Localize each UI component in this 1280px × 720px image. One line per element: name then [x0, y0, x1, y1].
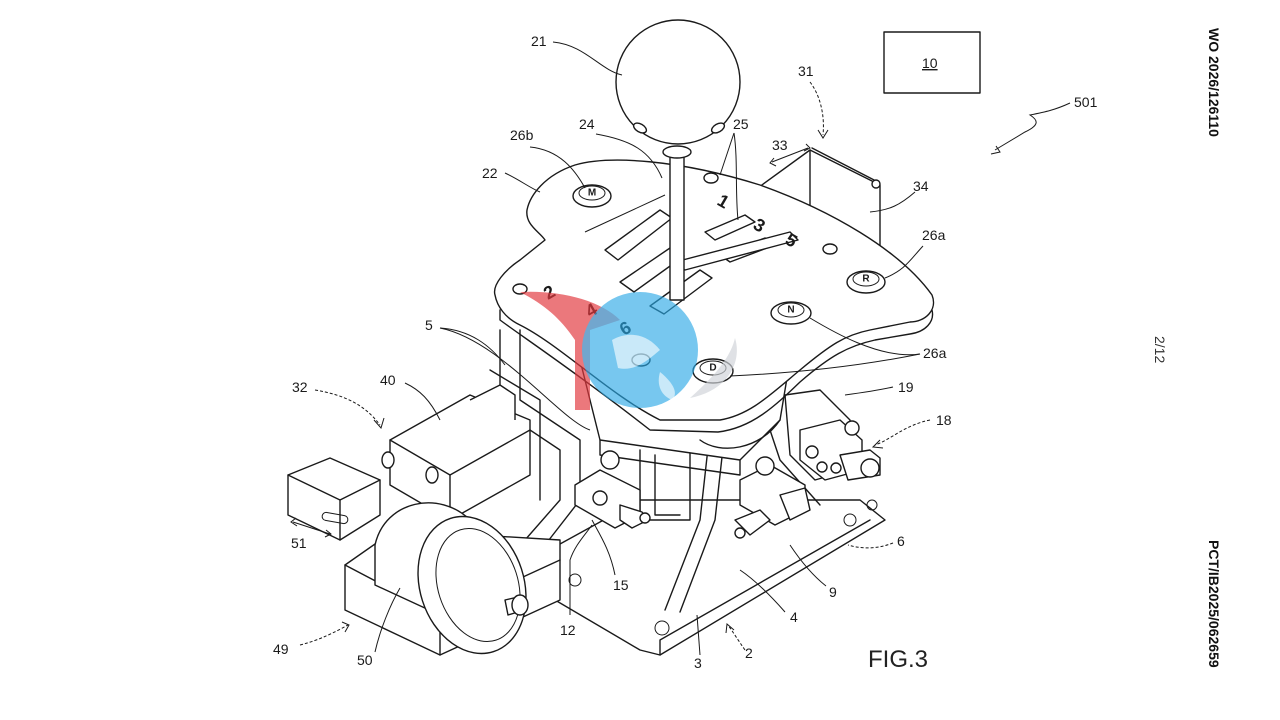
ref-25: 25 — [733, 116, 749, 132]
svg-text:10: 10 — [922, 55, 938, 71]
svg-text:D: D — [709, 363, 716, 374]
controller-box: 10 — [883, 31, 981, 94]
reference-numerals: 21 24 25 26b 22 31 33 34 501 26a 26a 5 4… — [273, 33, 1098, 671]
shift-lever — [615, 19, 741, 301]
button-n[interactable]: N — [770, 301, 812, 325]
svg-text:R: R — [862, 274, 870, 285]
ref-34: 34 — [913, 178, 929, 194]
ref-5: 5 — [425, 317, 433, 333]
left-actuator — [381, 384, 531, 521]
ref-26a-lower: 26a — [923, 345, 947, 361]
ref-24: 24 — [579, 116, 595, 132]
ref-6: 6 — [897, 533, 905, 549]
ref-15: 15 — [613, 577, 629, 593]
right-actuator — [784, 389, 881, 481]
figure-label: FIG.3 — [868, 646, 929, 673]
solenoid-left — [574, 450, 651, 529]
ref-21: 21 — [531, 33, 547, 49]
ref-2: 2 — [745, 645, 753, 661]
ref-33: 33 — [772, 137, 788, 153]
base-plate — [539, 499, 886, 656]
wheel-assembly — [344, 502, 561, 656]
ref-19: 19 — [898, 379, 914, 395]
ref-22: 22 — [482, 165, 498, 181]
svg-text:M: M — [588, 188, 596, 199]
sheet-number: 2/12 — [1152, 336, 1168, 364]
ref-26a-upper: 26a — [922, 227, 946, 243]
ref-4: 4 — [790, 609, 798, 625]
ref-12: 12 — [560, 622, 576, 638]
slide-rail — [287, 457, 381, 541]
ref-32: 32 — [292, 379, 308, 395]
support-frame — [489, 329, 821, 613]
ref-49: 49 — [273, 641, 289, 657]
application-number: PCT/IB2025/062659 — [1206, 540, 1222, 668]
solenoid-right — [734, 456, 811, 539]
button-m[interactable]: M — [572, 184, 612, 208]
ref-3: 3 — [694, 655, 702, 671]
publication-number: WO 2026/126110 — [1206, 28, 1222, 137]
ref-26b: 26b — [510, 127, 534, 143]
watermark-logo — [520, 291, 737, 410]
svg-text:N: N — [787, 305, 794, 316]
button-r[interactable]: R — [846, 270, 886, 294]
ref-50: 50 — [357, 652, 373, 668]
ref-18: 18 — [936, 412, 952, 428]
ref-51: 51 — [291, 535, 307, 551]
ref-9: 9 — [829, 584, 837, 600]
leader-lines — [290, 41, 1071, 656]
ref-31: 31 — [798, 63, 814, 79]
ref-40: 40 — [380, 372, 396, 388]
ref-501: 501 — [1074, 94, 1098, 110]
